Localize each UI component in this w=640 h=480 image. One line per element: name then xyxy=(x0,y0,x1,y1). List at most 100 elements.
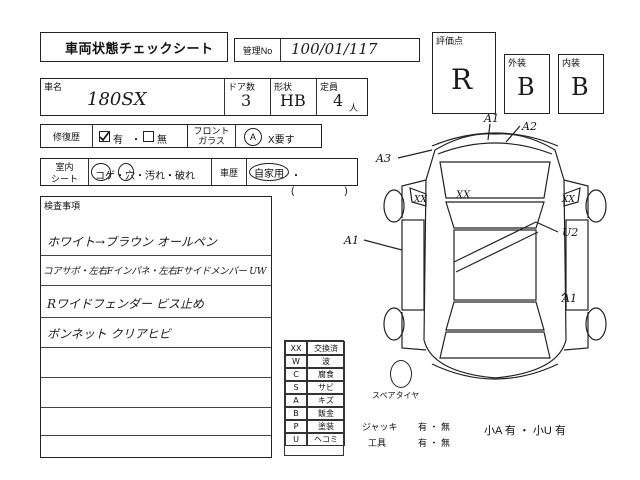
overall-score-label: 評価点 xyxy=(436,36,464,46)
inspection-line-4: ボンネット クリアヒビ xyxy=(47,327,171,341)
capacity-cell: 定員 4 人 xyxy=(317,79,367,115)
capacity-value: 4 xyxy=(333,91,344,110)
vehicle-history-rest: ・( ) xyxy=(291,171,348,197)
front-left-wheel xyxy=(383,189,405,223)
vehicle-history-value: 自家用 xyxy=(254,168,284,180)
repair-yes-checkbox[interactable] xyxy=(99,131,110,142)
inspection-line-3: Rワイドフェンダー ビス止め xyxy=(47,297,204,311)
mark-xx-right: XX xyxy=(561,195,575,205)
exterior-score-value: B xyxy=(517,73,535,101)
legend-code-c: C xyxy=(285,368,307,381)
spare-tire-label: スペアタイヤ xyxy=(372,391,420,400)
interior-score-box: 内装 B xyxy=(558,54,604,114)
repair-history-label-cell: 修復歴 xyxy=(41,125,93,147)
right-front-fender xyxy=(563,179,589,218)
glass-option-a-circle[interactable]: A xyxy=(244,128,262,146)
right-rear-fender xyxy=(563,312,589,351)
legend-code-u: U xyxy=(285,433,307,446)
interior-label-line1: 室内 xyxy=(55,162,74,172)
front-glass-label-line1: フロント xyxy=(193,126,230,136)
legend-text-a: キズ xyxy=(307,394,345,407)
management-number-label: 管理No xyxy=(242,45,273,56)
interior-label-line2: シート xyxy=(50,174,78,184)
interior-score-label: 内装 xyxy=(562,58,581,68)
rear-left-wheel xyxy=(383,307,405,341)
front-bumper-inner xyxy=(437,142,553,155)
car-body-outline xyxy=(423,133,567,379)
inspection-notes-label: 検査事項 xyxy=(44,201,81,211)
interior-options: コゲ・穴・汚れ・破れ xyxy=(95,171,195,182)
doors-label: ドア数 xyxy=(228,82,256,92)
repair-no-label: 無 xyxy=(157,135,167,146)
interior-circle-ana xyxy=(118,163,134,181)
left-front-fender xyxy=(401,179,427,218)
overall-score-value: R xyxy=(451,63,473,96)
glass-option-a: A xyxy=(249,132,256,142)
inspection-line-1: ホワイト→ブラウン オールペン xyxy=(47,235,217,249)
interior-circle-koge xyxy=(91,163,111,181)
mark-a2: A2 xyxy=(521,120,537,133)
tools-options: 有 ・ 無 xyxy=(418,438,451,448)
shape-label: 形状 xyxy=(274,82,293,92)
legend-text-w: 波 xyxy=(307,355,345,368)
a1-pointer-right xyxy=(561,291,567,297)
u2-pointer xyxy=(535,221,559,233)
shape-value: HB xyxy=(280,91,306,110)
exterior-score-label: 外装 xyxy=(508,58,527,68)
management-number-box: 管理No 100/01/117 xyxy=(234,38,420,62)
shape-cell: 形状 HB xyxy=(271,79,317,115)
interior-score-value: B xyxy=(571,73,589,101)
capacity-label: 定員 xyxy=(320,82,339,92)
legend-text-c: 腐食 xyxy=(307,368,345,381)
hood xyxy=(439,161,551,199)
front-glass-row: フロント ガラス A X要す xyxy=(188,124,322,148)
trunk xyxy=(439,331,551,359)
mark-a1-left: A1 xyxy=(343,234,359,247)
right-door xyxy=(565,219,589,311)
repair-history-label: 修復歴 xyxy=(52,131,80,142)
legend-text-p: 塗装 xyxy=(307,420,345,433)
windshield xyxy=(445,201,545,229)
legend-code-s: S xyxy=(285,381,307,394)
legend-code-p: P xyxy=(285,420,307,433)
left-door xyxy=(401,219,425,311)
a1-pointer-left xyxy=(363,239,403,251)
vehicle-name-label: 車名 xyxy=(44,82,63,92)
jack-label: ジャッキ xyxy=(362,422,398,432)
mark-a1-top: A1 xyxy=(483,112,499,125)
front-right-wheel xyxy=(585,189,607,223)
capacity-unit: 人 xyxy=(349,103,359,113)
u2-damage-line-2 xyxy=(455,231,539,273)
interior-label-cell: 室内 シート xyxy=(41,159,89,185)
right-mirror xyxy=(563,187,581,207)
glass-option-x: X要す xyxy=(268,135,295,146)
legend-code-w: W xyxy=(285,355,307,368)
sheet-title-box: 車両状態チェックシート xyxy=(40,32,228,62)
mark-a3: A3 xyxy=(375,152,391,165)
left-mirror xyxy=(409,187,427,207)
damage-legend: XX 交換済 W 波 C 腐食 S サビ A キズ B 飯金 P 塗装 U ヘコ… xyxy=(284,340,345,456)
mark-xx-left: XX xyxy=(413,195,427,205)
tools-label: 工具 xyxy=(368,438,387,448)
front-glass-label-line2: ガラス xyxy=(198,136,225,146)
left-rear-fender xyxy=(401,312,427,351)
spare-tire-icon xyxy=(390,360,412,388)
small-marks-note: 小A 有 ・ 小U 有 xyxy=(484,425,566,437)
mark-u2: U2 xyxy=(562,226,578,239)
legend-header-text: 交換済 xyxy=(307,341,345,355)
sheet-title: 車両状態チェックシート xyxy=(65,41,214,57)
a3-pointer xyxy=(397,149,433,159)
legend-code-a: A xyxy=(285,394,307,407)
doors-cell: ドア数 3 xyxy=(225,79,271,115)
rear-bumper xyxy=(431,363,559,380)
vehicle-name-cell: 車名 180SX xyxy=(41,79,225,115)
vehicle-name-value: 180SX xyxy=(87,89,147,110)
car-damage-diagram: A1 A2 A3 XX XX XX A1 U2 A1 xyxy=(343,112,607,380)
repair-no-checkbox[interactable] xyxy=(143,131,154,142)
repair-yes-label: 有 xyxy=(113,135,123,146)
management-number-value: 100/01/117 xyxy=(291,40,378,58)
exterior-score-box: 外装 B xyxy=(504,54,550,114)
legend-text-u: ヘコミ xyxy=(307,433,345,446)
front-bumper xyxy=(431,132,559,147)
inspection-notes-box: 検査事項 ホワイト→ブラウン オールペン コアサポ・左右Fインパネ・左右Fサイド… xyxy=(40,196,272,458)
